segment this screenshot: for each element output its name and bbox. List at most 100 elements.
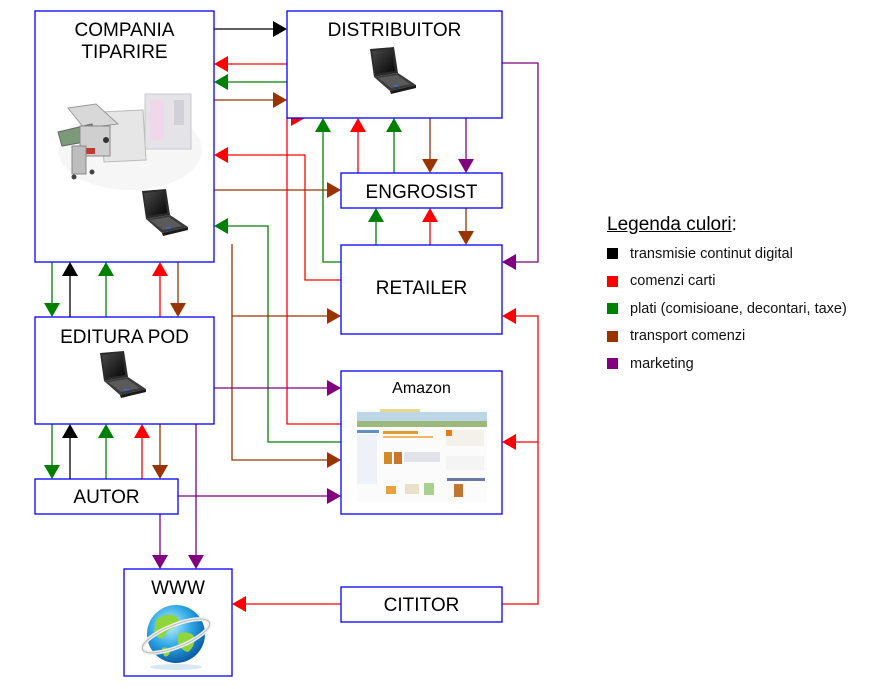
- legend-item-marketing: marketing: [607, 350, 847, 378]
- edge-retailer-to-compania-orders: [214, 147, 341, 281]
- edge-cititor-to-retailer-orders: [502, 308, 539, 605]
- cititor-label: CITITOR: [384, 595, 460, 616]
- edge-editura-to-amazon-marketing: [214, 380, 341, 396]
- edge-line: [286, 117, 341, 425]
- edge-line: [322, 130, 341, 263]
- arrowhead-icon: [214, 218, 228, 234]
- printing-press-icon: [57, 93, 202, 190]
- legend-item-transport: transport comenzi: [607, 323, 847, 351]
- edge-editura-to-compania-orders: [152, 262, 168, 317]
- compania-label-line2: TIPARIRE: [81, 42, 167, 63]
- arrowhead-icon: [350, 118, 366, 132]
- edge-autor-to-amazon-marketing: [178, 488, 341, 504]
- legend-label-digital: transmisie continut digital: [630, 245, 793, 262]
- arrowhead-icon: [327, 380, 341, 396]
- autor-label: AUTOR: [73, 487, 139, 508]
- globe-icon: [140, 605, 212, 670]
- legend-label-orders: comenzi carti: [630, 273, 716, 290]
- edge-retailer-to-engrosist-payments: [368, 208, 384, 245]
- arrowhead-icon: [44, 303, 60, 317]
- arrowhead-icon: [134, 424, 150, 438]
- legend-swatch-orders: [607, 275, 618, 287]
- www-label: WWW: [151, 578, 205, 599]
- legend-label-marketing: marketing: [630, 355, 694, 372]
- edge-editura-to-autor-payments: [44, 424, 60, 479]
- arrowhead-icon: [327, 452, 341, 468]
- node-distribuitor[interactable]: DISTRIBUITOR: [286, 10, 503, 119]
- arrowhead-icon: [458, 231, 474, 245]
- edge-autor-to-editura-orders: [134, 424, 150, 479]
- arrowhead-icon: [386, 118, 402, 132]
- edge-editura-to-autor-transport: [152, 424, 168, 479]
- arrowhead-icon: [44, 465, 60, 479]
- arrowhead-icon: [458, 159, 474, 173]
- node-www[interactable]: WWW: [123, 568, 233, 677]
- edge-compania-to-distribuitor-transport: [214, 92, 287, 108]
- node-engrosist[interactable]: ENGROSIST: [340, 172, 503, 209]
- edge-engrosist-to-distribuitor-orders: [350, 118, 366, 173]
- edge-editura-to-compania-payments: [98, 262, 114, 317]
- legend-item-digital: transmisie continut digital: [607, 240, 847, 268]
- edge-distribuitor-to-engrosist-transport: [422, 118, 438, 173]
- edge-editura-to-compania-digital: [62, 262, 78, 317]
- arrowhead-icon: [152, 262, 168, 276]
- autor-box[interactable]: [34, 478, 179, 515]
- arrowhead-icon: [315, 118, 331, 132]
- arrowhead-icon: [214, 56, 228, 72]
- legend-swatch-payments: [607, 303, 618, 315]
- legend-item-orders: comenzi carti: [607, 268, 847, 296]
- edge-line: [226, 154, 341, 281]
- edge-amazon-to-compania-payments: [214, 218, 341, 443]
- retailer-box[interactable]: [340, 244, 503, 335]
- edge-distribuitor-to-retailer-marketing: [502, 62, 539, 270]
- legend-swatch-digital: [607, 248, 618, 260]
- node-autor[interactable]: AUTOR: [34, 478, 179, 515]
- edge-compania-to-distribuitor-digital: [214, 21, 287, 37]
- cititor-box[interactable]: [340, 586, 503, 623]
- edge-compania-to-editura-transport: [170, 262, 186, 317]
- edge-autor-to-editura-digital: [62, 424, 78, 479]
- arrowhead-icon: [98, 424, 114, 438]
- arrowhead-icon: [214, 74, 228, 90]
- arrowhead-icon: [62, 424, 78, 438]
- edge-editura-to-www-marketing: [188, 424, 204, 569]
- node-compania-tiparire[interactable]: COMPANIA TIPARIRE: [34, 10, 215, 263]
- edge-autor-to-editura-payments: [98, 424, 114, 479]
- arrowhead-icon: [273, 92, 287, 108]
- node-cititor[interactable]: CITITOR: [340, 586, 503, 623]
- arrowhead-icon: [502, 434, 516, 450]
- arrowhead-icon: [327, 182, 341, 198]
- color-legend: Legenda culori: transmisie continut digi…: [607, 214, 847, 378]
- legend-swatch-transport: [607, 330, 618, 342]
- node-editura-pod[interactable]: EDITURA POD: [34, 316, 215, 425]
- edge-compania-to-editura-payments: [44, 262, 60, 317]
- legend-label-transport: transport comenzi: [630, 328, 746, 345]
- engrosist-box[interactable]: [340, 172, 503, 209]
- edge-autor-to-www-marketing: [152, 514, 168, 569]
- arrowhead-icon: [502, 308, 516, 324]
- edge-compania-to-amazon-transport: [231, 316, 341, 468]
- arrowhead-icon: [502, 254, 516, 270]
- arrowhead-icon: [422, 208, 438, 222]
- edge-distribuitor-to-compania-payments: [214, 74, 287, 90]
- edge-cititor-to-www-orders: [232, 596, 341, 612]
- edges-layer: [44, 21, 539, 612]
- compania-label-line1: COMPANIA: [75, 20, 175, 41]
- edge-amazon-to-distribuitor-orders: [286, 110, 341, 425]
- edge-line: [231, 316, 329, 461]
- retailer-label: RETAILER: [376, 278, 468, 299]
- arrowhead-icon: [327, 488, 341, 504]
- arrowhead-icon: [152, 555, 168, 569]
- node-amazon[interactable]: Amazon: [340, 370, 503, 515]
- arrowhead-icon: [327, 308, 341, 324]
- legend-item-payments: plati (comisioane, decontari, taxe): [607, 295, 847, 323]
- edge-engrosist-to-distribuitor-payments: [386, 118, 402, 173]
- engrosist-label: ENGROSIST: [366, 182, 478, 203]
- arrowhead-icon: [422, 159, 438, 173]
- arrowhead-icon: [273, 21, 287, 37]
- node-retailer[interactable]: RETAILER: [340, 244, 503, 335]
- edge-cititor-to-amazon-orders: [502, 434, 538, 450]
- amazon-website-screenshot: [357, 409, 487, 502]
- legend-title: Legenda culori:: [607, 214, 737, 235]
